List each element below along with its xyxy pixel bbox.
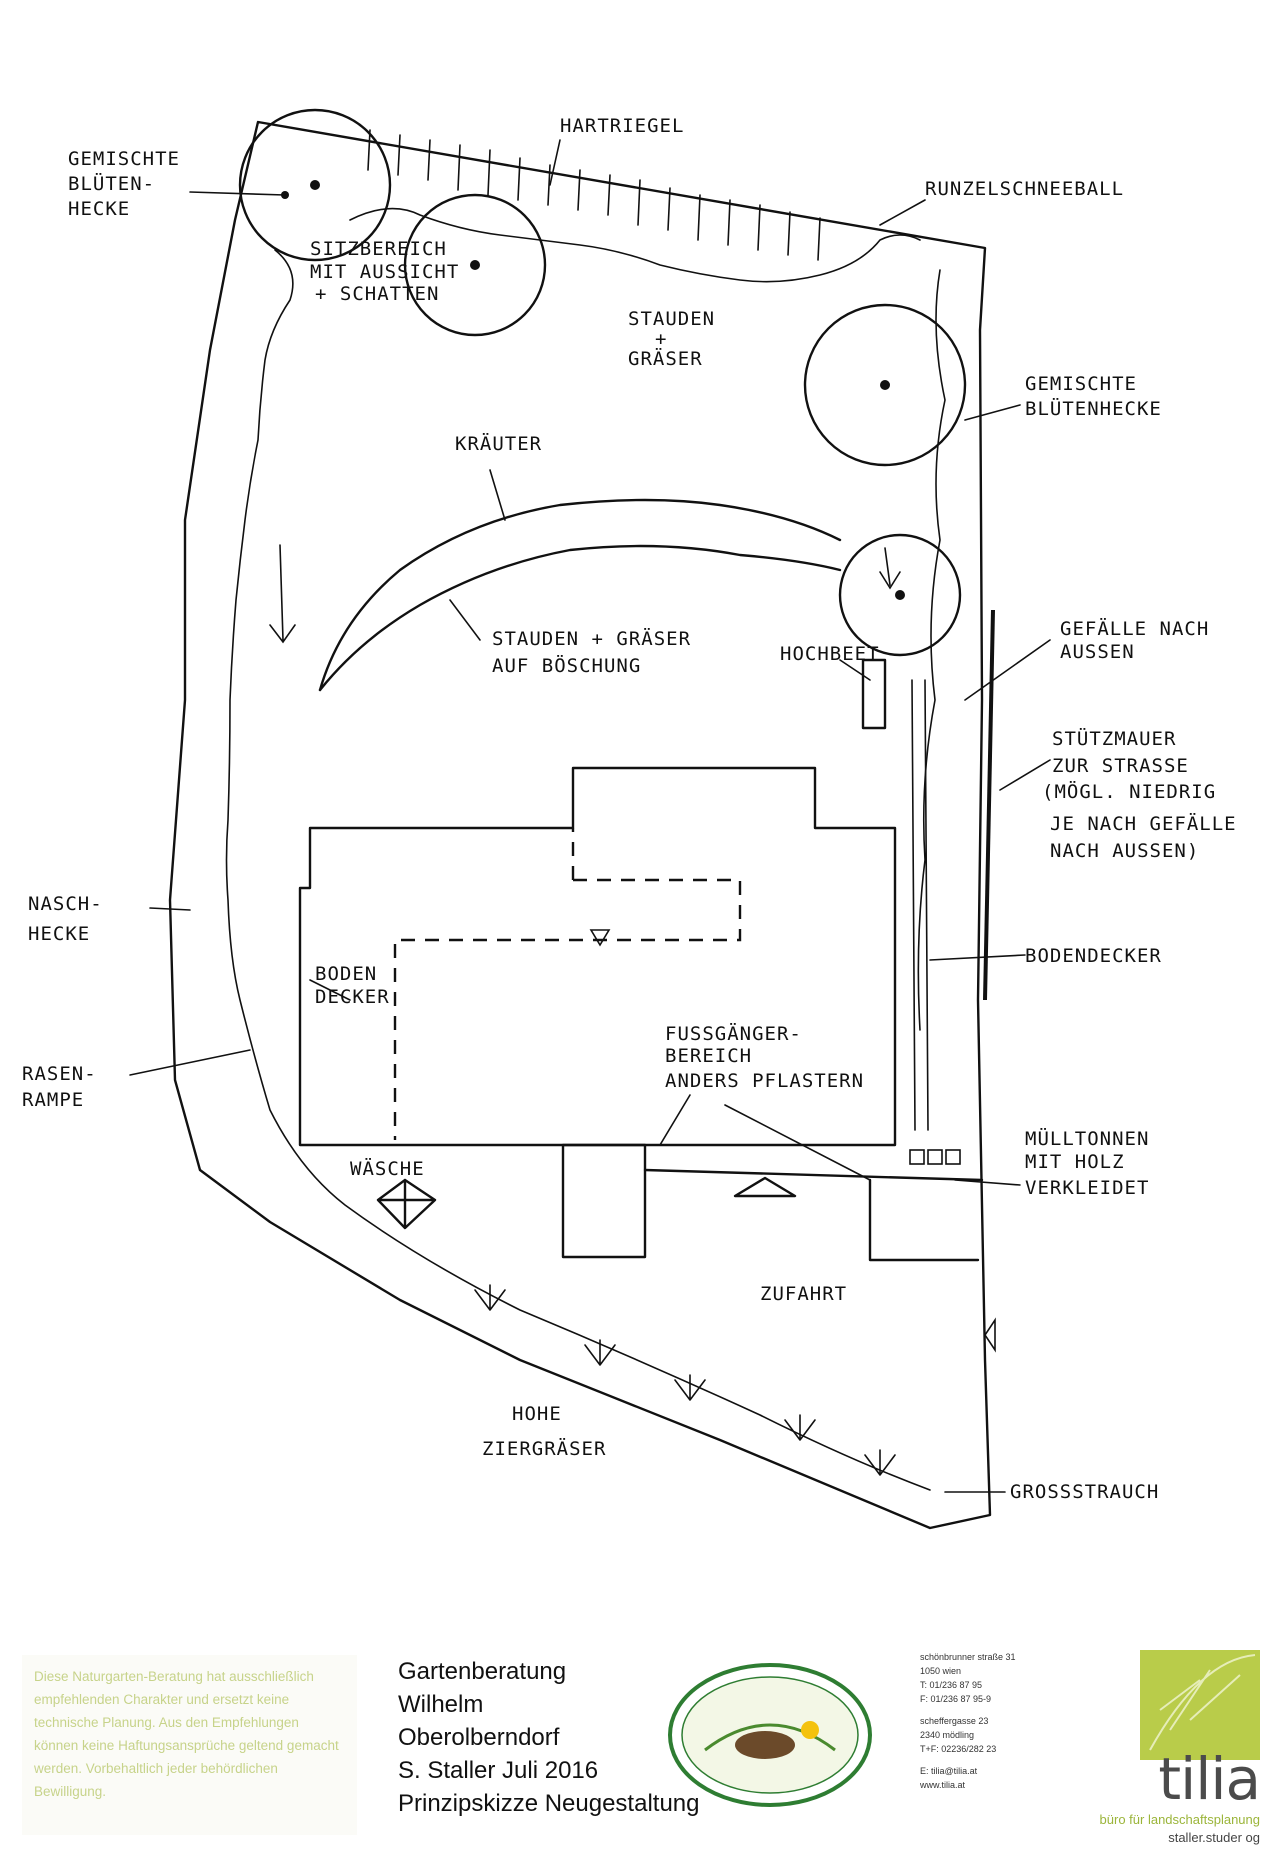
label-naschhecke-l2: HECKE [28, 923, 90, 945]
contact-block: schönbrunner straße 31 1050 wien T: 01/2… [920, 1650, 1070, 1792]
driveway-outline [643, 1168, 984, 1262]
label-boeschung-l1: STAUDEN + GRÄSER [492, 627, 691, 650]
contact-web: www.tilia.at [920, 1780, 966, 1790]
tilia-logo: tilia büro für landschaftsplanung stalle… [1050, 1650, 1265, 1845]
label-bluetenhecke-2-l2: BLÜTENHECKE [1025, 397, 1162, 420]
label-gefaelle-l2: AUSSEN [1060, 641, 1135, 663]
house-dashed-outline [393, 828, 742, 1140]
brand-tagline: büro für landschaftsplanung [1099, 1812, 1260, 1827]
project-line-2: Wilhelm [398, 1691, 484, 1718]
contact-tel-1: T: 01/236 87 95 [920, 1680, 983, 1690]
label-bluetenhecke-2-l1: GEMISCHTE [1025, 373, 1137, 395]
raised-bed [861, 658, 887, 730]
label-bodendecker-2: BODENDECKER [1025, 945, 1162, 967]
project-line-3: Oberolberndorf [398, 1724, 560, 1751]
ground-cover-strip [911, 679, 929, 1131]
laundry-dryer [376, 1178, 437, 1230]
label-hartriegel: HARTRIEGEL [560, 115, 684, 137]
label-rasenrampe-l1: RASEN- [22, 1063, 97, 1085]
driveway-arrow [733, 1176, 797, 1198]
label-ziergraeser-l1: HOHE [512, 1403, 562, 1425]
project-line-1: Gartenberatung [398, 1658, 567, 1685]
label-muelltonnen-l1: MÜLLTONNEN [1025, 1127, 1149, 1150]
project-info: Gartenberatung Wilhelm Oberolberndorf S.… [398, 1655, 700, 1820]
label-runzelschneeball: RUNZELSCHNEEBALL [925, 178, 1124, 200]
contact-street-1: schönbrunner straße 31 [920, 1652, 1016, 1662]
curved-bed-outer [318, 498, 842, 692]
label-bluetenhecke-1-l2: BLÜTEN- [68, 172, 155, 195]
label-stuetzmauer-l3: (MÖGL. NIEDRIG [1042, 780, 1216, 803]
label-kraeuter: KRÄUTER [455, 432, 542, 455]
label-fussgaenger-l3: ANDERS PFLASTERN [665, 1070, 864, 1092]
label-rasenrampe-l2: RAMPE [22, 1089, 84, 1111]
contact-city-2: 2340 mödling [920, 1730, 975, 1740]
brand-partners: staller.studer og [1168, 1830, 1260, 1845]
label-muelltonnen-l2: MIT HOLZ [1025, 1151, 1125, 1173]
label-stuetzmauer-l5: NACH AUSSEN) [1050, 840, 1199, 862]
hedge-inner-line [225, 249, 931, 1491]
label-stauden-l3: GRÄSER [628, 347, 703, 370]
label-muelltonnen-l3: VERKLEIDET [1025, 1177, 1149, 1199]
label-hochbeet: HOCHBEET [780, 643, 880, 665]
label-stuetzmauer-l4: JE NACH GEFÄLLE [1050, 812, 1237, 835]
label-sitzbereich-l3: + SCHATTEN [315, 283, 439, 305]
label-sitzbereich-l1: SITZBEREICH [310, 238, 447, 260]
contact-gap-2 [920, 1756, 1070, 1764]
label-bodendecker-1-l1: BODEN [315, 963, 377, 985]
hedge-right-line [917, 269, 946, 1031]
slope-arrows [269, 544, 996, 1353]
label-bodendecker-1-l2: DECKER [315, 986, 390, 1008]
garden-plan-sketch: GEMISCHTE BLÜTEN- HECKE HARTRIEGEL RUNZE… [22, 108, 1237, 1530]
house-outline [298, 766, 897, 1147]
top-shrub-border [349, 207, 921, 283]
bin-boxes [909, 1149, 961, 1165]
label-stauden-l2: + [655, 328, 667, 350]
label-ziergraeser-l2: ZIERGRÄSER [482, 1437, 606, 1460]
pedestrian-area [561, 1143, 647, 1259]
label-fussgaenger-l1: FUSSGÄNGER- [665, 1022, 802, 1045]
label-stuetzmauer-l1: STÜTZMAUER [1052, 727, 1176, 750]
label-stuetzmauer-l2: ZUR STRASSE [1052, 755, 1189, 777]
project-line-4: S. Staller Juli 2016 [398, 1757, 599, 1784]
contact-fax-1: F: 01/236 87 95-9 [920, 1694, 992, 1704]
contact-email: E: tilia@tilia.at [920, 1766, 978, 1776]
top-shrub-ticks [367, 129, 821, 261]
disclaimer-text: Diese Naturgarten-Beratung hat ausschlie… [22, 1655, 357, 1835]
label-fussgaenger-l2: BEREICH [665, 1045, 752, 1067]
tree-circles [238, 108, 967, 657]
project-line-5: Prinzipskizze Neugestaltung [398, 1790, 700, 1817]
label-bluetenhecke-1-l3: HECKE [68, 198, 130, 220]
natur-im-garten-logo [668, 1663, 872, 1807]
ornamental-grasses [474, 1284, 896, 1476]
label-zufahrt: ZUFAHRT [760, 1283, 847, 1305]
contact-street-2: scheffergasse 23 [920, 1716, 989, 1726]
label-boeschung-l2: AUF BÖSCHUNG [492, 654, 641, 677]
contact-city-1: 1050 wien [920, 1666, 962, 1676]
label-naschhecke-l1: NASCH- [28, 893, 103, 915]
label-stauden-l1: STAUDEN [628, 308, 715, 330]
leader-lines [129, 139, 1051, 1493]
contact-tel-2: T+F: 02236/282 23 [920, 1744, 997, 1754]
brand-name: tilia [1158, 1745, 1261, 1813]
curved-bed-inner [318, 544, 842, 692]
leaf-icon [1140, 1650, 1260, 1760]
retaining-wall [983, 609, 995, 1001]
label-waesche: WÄSCHE [350, 1157, 425, 1180]
property-boundary [168, 120, 992, 1530]
label-grossstrauch: GROSSSTRAUCH [1010, 1481, 1159, 1503]
label-sitzbereich-l2: MIT AUSSICHT [310, 261, 459, 283]
label-bluetenhecke-1-l1: GEMISCHTE [68, 148, 180, 170]
label-gefaelle-l1: GEFÄLLE NACH [1060, 617, 1209, 640]
contact-gap [920, 1706, 1070, 1714]
